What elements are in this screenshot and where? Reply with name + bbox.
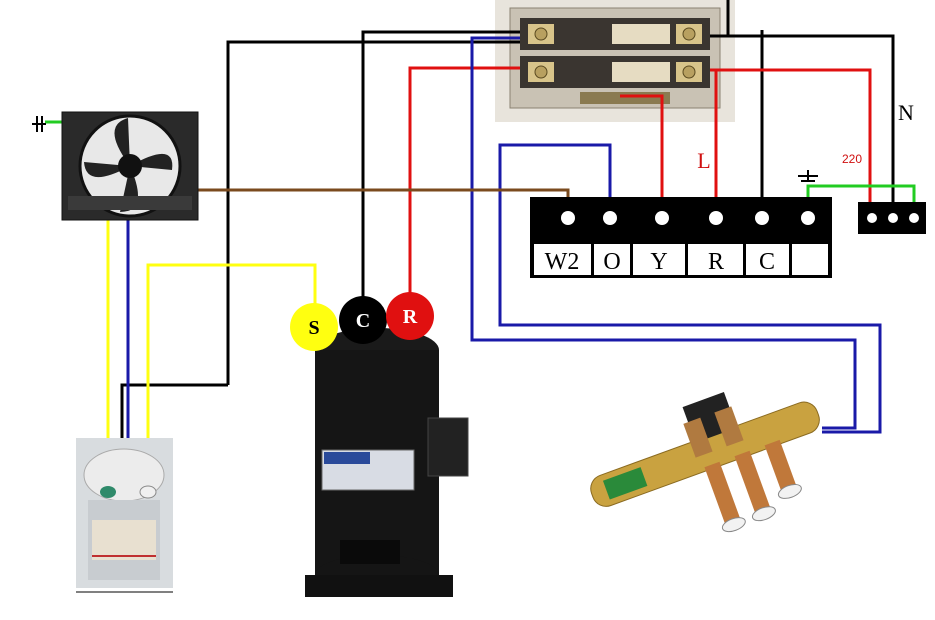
black-wire-neutral bbox=[710, 34, 895, 210]
contactor bbox=[495, 0, 735, 122]
terminal-label-r: R bbox=[708, 249, 724, 275]
red-wire-line bbox=[710, 68, 872, 214]
terminal-strip: W2 O Y R C bbox=[530, 197, 832, 278]
label-voltage: 220 bbox=[842, 152, 862, 166]
capacitor bbox=[76, 438, 173, 593]
terminal-label-c: C bbox=[759, 249, 775, 275]
terminal-cell-blank bbox=[792, 244, 828, 275]
terminal-screw-y bbox=[655, 211, 669, 225]
compressor-terminal-c: C bbox=[339, 296, 387, 344]
terminal-cell-w2 bbox=[534, 244, 591, 275]
blue-wire-contactor-valve bbox=[470, 36, 857, 430]
red-wire-compressor-r bbox=[408, 66, 520, 300]
terminal-label-o: O bbox=[603, 249, 620, 275]
terminal-label-w2: W2 bbox=[545, 249, 580, 275]
reversing-valve bbox=[590, 392, 820, 533]
compressor-terminal-r-label: R bbox=[403, 306, 418, 328]
blue-wire-o-terminal-valve bbox=[498, 143, 882, 434]
power-terminal-block bbox=[858, 202, 926, 234]
terminal-screw-r bbox=[709, 211, 723, 225]
terminal-screw-o bbox=[603, 211, 617, 225]
ground-icon bbox=[798, 170, 818, 182]
brown-wire-fan-w2 bbox=[195, 188, 570, 212]
label-neutral: N bbox=[898, 100, 914, 125]
black-wire-compressor-c bbox=[361, 30, 520, 300]
condenser-fan bbox=[61, 111, 199, 221]
terminal-screw-w2 bbox=[561, 211, 575, 225]
terminal-cell-c bbox=[746, 244, 789, 275]
compressor-terminal-s-label: S bbox=[308, 317, 319, 339]
compressor-terminal-c-label: C bbox=[356, 310, 370, 332]
terminal-screw-c bbox=[755, 211, 769, 225]
terminal-cell-y bbox=[633, 244, 685, 275]
terminal-screw-ground bbox=[801, 211, 815, 225]
compressor bbox=[305, 328, 469, 597]
ground-icon bbox=[32, 116, 46, 132]
compressor-terminal-s: S bbox=[290, 303, 338, 351]
compressor-terminal-r: R bbox=[386, 292, 434, 340]
yellow-wire-compressor-s bbox=[146, 263, 317, 480]
terminal-cell-o bbox=[594, 244, 630, 275]
label-line: L bbox=[697, 148, 710, 173]
red-wire-y-terminal bbox=[620, 94, 664, 212]
black-wire-fan-contactor bbox=[226, 40, 520, 385]
terminal-label-y: Y bbox=[650, 249, 667, 275]
terminal-cell-r bbox=[688, 244, 743, 275]
